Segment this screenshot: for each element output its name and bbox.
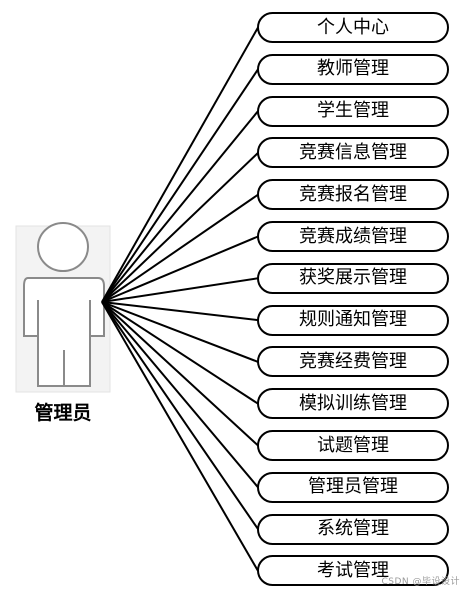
connector-line [101,301,259,405]
connector-line [101,193,259,303]
module-node: 试题管理 [257,430,449,461]
module-node: 竞赛信息管理 [257,137,449,169]
watermark: CSDN @毕设设计 [381,577,460,587]
module-node: 竞赛成绩管理 [257,221,449,252]
connector-line [101,68,259,303]
module-node: 获奖展示管理 [257,262,449,294]
connector-line [101,301,259,530]
module-node: 个人中心 [257,12,449,43]
module-node: 教师管理 [257,53,449,85]
connector-line [101,235,259,303]
connector-line [101,301,259,363]
connector-lines [101,27,259,572]
module-node: 考试管理 [257,555,449,587]
module-node: 管理员管理 [257,471,449,503]
connector-line [101,110,259,303]
connector-line [101,152,259,303]
module-node: 规则通知管理 [257,304,449,336]
connector-line [101,301,259,322]
connector-line [101,301,259,572]
module-node: 学生管理 [257,95,449,127]
connector-line [101,27,259,303]
connector-line [101,301,259,488]
actor-label: 管理员 [34,402,92,424]
module-node: 竞赛经费管理 [257,346,449,378]
module-node: 竞赛报名管理 [257,179,449,211]
connector-line [101,277,259,303]
connector-line [101,301,259,447]
module-node: 系统管理 [257,513,449,545]
module-node: 模拟训练管理 [257,388,449,420]
person-silhouette-icon [15,222,111,393]
